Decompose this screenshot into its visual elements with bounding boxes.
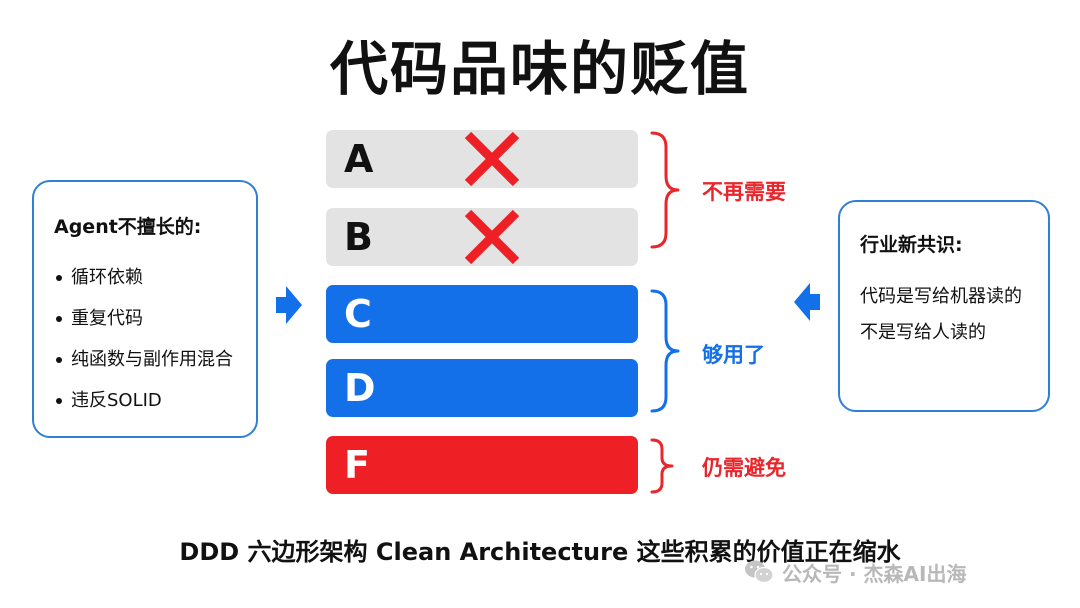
list-item: 重复代码: [54, 298, 256, 339]
label-no-longer-needed: 不再需要: [702, 180, 786, 204]
arrow-right-icon: [276, 286, 302, 324]
list-item: 循环依赖: [54, 257, 256, 298]
bar-letter: C: [344, 292, 372, 336]
bar-f: F: [326, 436, 638, 494]
bullet-icon: [56, 397, 62, 404]
list-item-label: 循环依赖: [71, 267, 143, 288]
brace-no-longer-needed: [650, 131, 680, 249]
bar-letter: F: [344, 443, 370, 487]
watermark-text: 公众号 · 杰森AI出海: [782, 561, 967, 586]
cross-icon: [464, 209, 520, 265]
cross-icon: [464, 131, 520, 187]
label-good-enough: 够用了: [702, 343, 765, 367]
bar-a: A: [326, 130, 638, 188]
bar-letter: D: [344, 366, 376, 410]
wechat-icon: [745, 560, 774, 584]
list-item-label: 纯函数与副作用混合: [71, 349, 233, 370]
list-item: 纯函数与副作用混合: [54, 339, 256, 380]
bar-b: B: [326, 208, 638, 266]
bar-d: D: [326, 359, 638, 417]
industry-consensus-title: 行业新共识:: [860, 234, 963, 256]
industry-consensus-panel: 行业新共识: 代码是写给机器读的 不是写给人读的: [838, 200, 1050, 412]
list-item: 违反SOLID: [54, 380, 256, 421]
bullet-icon: [56, 356, 62, 363]
arrow-left-icon: [794, 283, 820, 321]
list-item-label: 违反SOLID: [71, 390, 162, 411]
list-item-label: 重复代码: [71, 308, 143, 329]
bullet-icon: [56, 274, 62, 281]
brace-good-enough: [650, 289, 680, 413]
bar-letter: B: [344, 215, 373, 259]
bar-letter: A: [344, 137, 374, 181]
label-still-avoid: 仍需避免: [702, 456, 786, 480]
consensus-line: 代码是写给机器读的: [860, 286, 1022, 307]
agent-weakness-title: Agent不擅长的:: [54, 216, 202, 238]
brace-still-avoid: [650, 438, 674, 494]
page-title: 代码品味的贬值: [329, 35, 750, 103]
agent-weakness-list: 循环依赖 重复代码 纯函数与副作用混合 违反SOLID: [54, 257, 256, 421]
agent-weakness-panel: Agent不擅长的: 循环依赖 重复代码 纯函数与副作用混合 违反SOLID: [32, 180, 258, 438]
consensus-line: 不是写给人读的: [860, 322, 986, 343]
bar-c: C: [326, 285, 638, 343]
footer-caption: DDD 六边形架构 Clean Architecture 这些积累的价值正在缩水: [179, 538, 901, 566]
bullet-icon: [56, 315, 62, 322]
watermark: 公众号 · 杰森AI出海: [744, 555, 966, 589]
